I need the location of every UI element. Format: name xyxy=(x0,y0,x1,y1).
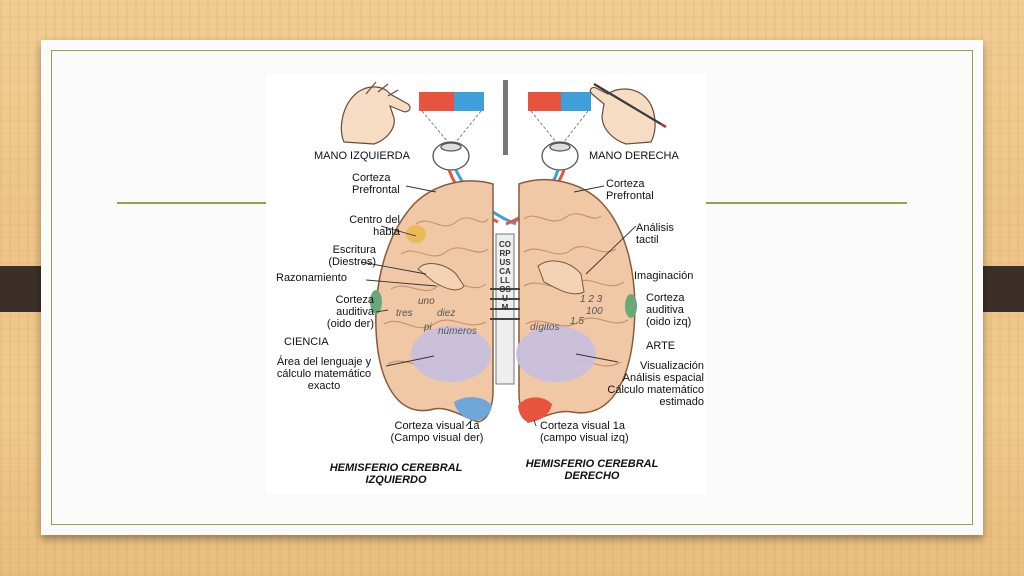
left-auditory-label: Corteza auditiva (oido der) xyxy=(326,294,374,330)
art-label: ARTE xyxy=(646,340,676,352)
brain-word-pi: pi xyxy=(424,322,432,333)
title-rule-left xyxy=(117,202,269,204)
brain-word-100: 100 xyxy=(586,306,603,317)
left-hemisphere-title: HEMISFERIO CEREBRAL IZQUIERDO xyxy=(329,462,463,486)
science-label: CIENCIA xyxy=(284,336,329,348)
leader-lines xyxy=(360,185,637,427)
corpus-callosum-label: CORPUS CALLOSUM xyxy=(499,240,511,312)
brain-word-123: 1 2 3 xyxy=(580,294,603,305)
right-auditory-region xyxy=(625,294,637,318)
slide-frame xyxy=(51,50,973,525)
tactile-analysis-label: Análisis tactil xyxy=(636,222,674,246)
left-auditory-region xyxy=(370,290,382,314)
vision-lines xyxy=(421,110,589,143)
right-visual-cortex-label: Corteza visual 1a (campo visual izq) xyxy=(540,420,629,444)
speech-center-label: Centro del habla xyxy=(349,214,400,238)
reasoning-label: Razonamiento xyxy=(276,272,347,284)
left-visual-cortex-region xyxy=(454,397,492,421)
left-visual-cortex-label: Corteza visual 1a (Campo visual der) xyxy=(390,420,484,444)
imagination-label: Imaginación xyxy=(634,270,694,282)
brain-word-uno: uno xyxy=(418,296,435,307)
left-prefrontal-label: Corteza Prefrontal xyxy=(352,172,400,196)
brain-illustration xyxy=(340,80,667,427)
brain-word-15: 1.5 xyxy=(570,316,584,327)
writing-label: Escritura (Diestros) xyxy=(328,244,376,268)
right-visual-cortex-region xyxy=(518,397,552,422)
center-divider-bar xyxy=(503,80,508,155)
visualization-label: Visualización Análisis espacial Cálculo … xyxy=(607,360,704,408)
brain-hemispheres-diagram: MANO IZQUIERDA Corteza Prefrontal Centro… xyxy=(266,74,706,494)
speech-center-region xyxy=(406,225,426,243)
mano-izquierda-label: MANO IZQUIERDA xyxy=(314,150,410,162)
brain-tactile-hand-icon xyxy=(537,260,585,295)
left-hand-icon xyxy=(340,81,411,145)
brain-word-tres: tres xyxy=(396,308,413,319)
mano-derecha-label: MANO DERECHA xyxy=(589,150,679,162)
right-auditory-label: Corteza auditiva (oido izq) xyxy=(646,292,692,328)
right-hemisphere-title: HEMISFERIO CEREBRAL DERECHO xyxy=(525,458,659,482)
brain-word-diez: diez xyxy=(437,308,456,319)
language-area-label: Área del lenguaje y cálculo matemático e… xyxy=(276,356,372,392)
left-eye-icon xyxy=(432,141,470,171)
left-language-region xyxy=(411,326,491,382)
brain-word-digitos: dígitos xyxy=(530,322,560,333)
left-swatch-red xyxy=(419,92,454,111)
brain-word-numeros: números xyxy=(438,326,477,337)
left-swatch-blue xyxy=(454,92,484,111)
brain-writing-hand-icon xyxy=(417,263,465,291)
right-visualization-region xyxy=(516,326,596,382)
callosum-fibers xyxy=(490,288,520,320)
right-swatch-red xyxy=(528,92,561,111)
title-rule-right xyxy=(703,202,907,204)
right-hand-icon xyxy=(589,83,667,145)
right-prefrontal-label: Corteza Prefrontal xyxy=(606,178,654,202)
right-swatch-blue xyxy=(561,92,591,111)
right-eye-icon xyxy=(541,141,579,171)
